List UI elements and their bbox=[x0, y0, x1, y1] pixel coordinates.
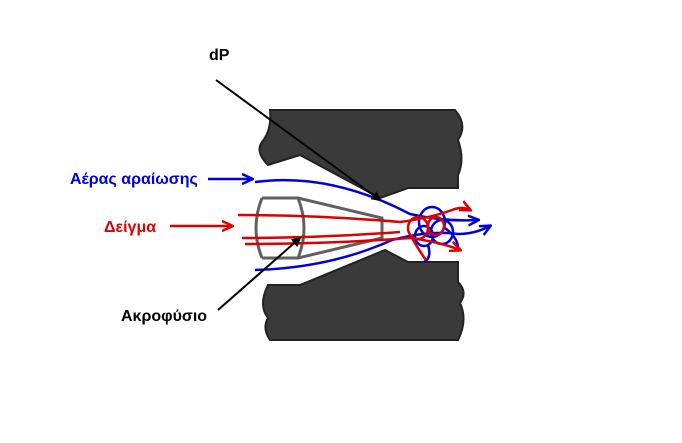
nozzle-shape bbox=[254, 196, 384, 260]
dp-label: dP bbox=[209, 47, 230, 64]
upper-block bbox=[258, 109, 464, 200]
sample-label: Δείγμα bbox=[104, 219, 156, 236]
nozzle-pointer bbox=[217, 236, 302, 311]
sample-flow bbox=[170, 208, 470, 261]
lower-block bbox=[262, 248, 465, 341]
air-flow bbox=[208, 179, 490, 272]
dp-pointer bbox=[215, 79, 382, 202]
dilution-air-label: Αέρας αραίωσης bbox=[70, 171, 198, 188]
nozzle-label: Ακροφύσιο bbox=[121, 308, 207, 325]
